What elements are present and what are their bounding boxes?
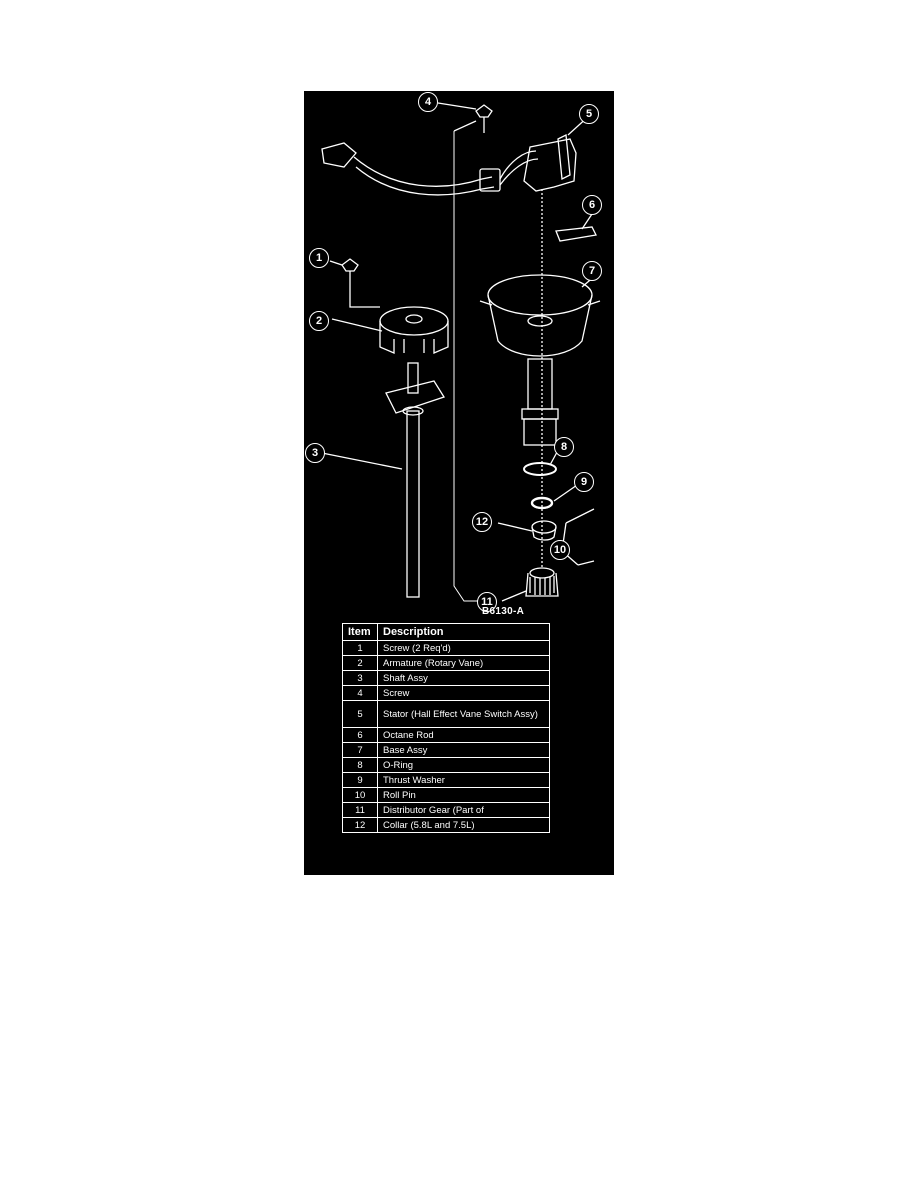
shaft-plate <box>385 380 445 414</box>
callout-9: 9 <box>574 472 594 492</box>
callout-6: 6 <box>582 195 602 215</box>
callout-12: 12 <box>472 512 492 532</box>
callout-4: 4 <box>418 92 438 112</box>
table-header-row: Item Description <box>342 623 550 641</box>
connector-plug <box>321 142 357 168</box>
exploded-view-figure: 1 2 3 4 5 6 7 8 9 10 11 12 B6130-A Item … <box>304 91 614 875</box>
item-number: 2 <box>342 655 378 671</box>
item-number: 10 <box>342 787 378 803</box>
stator-body <box>523 138 577 192</box>
octane-rod <box>555 226 597 242</box>
item-column-header: Item <box>342 623 378 641</box>
item-description: Stator (Hall Effect Vane Switch Assy) <box>377 700 550 728</box>
item-description: Octane Rod <box>377 727 550 743</box>
shaft-assy <box>406 410 420 598</box>
distributor-exploded-drawing <box>321 102 601 602</box>
callout-10: 10 <box>550 540 570 560</box>
harness-connector <box>479 168 501 192</box>
description-column-header: Description <box>377 623 550 641</box>
item-number: 9 <box>342 772 378 788</box>
item-number: 12 <box>342 817 378 833</box>
item-number: 6 <box>342 727 378 743</box>
callout-11: 11 <box>477 592 497 612</box>
callout-1: 1 <box>309 248 329 268</box>
screw-4 <box>475 104 493 118</box>
callout-2: 2 <box>309 311 329 331</box>
base-stem <box>527 358 553 410</box>
item-number: 5 <box>342 700 378 728</box>
distributor-gear <box>525 572 559 597</box>
item-description: Armature (Rotary Vane) <box>377 655 550 671</box>
wire-harness <box>353 156 493 187</box>
callout-8: 8 <box>554 437 574 457</box>
o-ring <box>523 462 557 476</box>
item-number: 7 <box>342 742 378 758</box>
figure-code: B6130-A <box>482 606 525 617</box>
item-description: Collar (5.8L and 7.5L) <box>377 817 550 833</box>
item-description: Distributor Gear (Part of <box>377 802 550 818</box>
item-description: Shaft Assy <box>377 670 550 686</box>
item-description: Base Assy <box>377 742 550 758</box>
item-number: 11 <box>342 802 378 818</box>
item-description: O-Ring <box>377 757 550 773</box>
item-number: 8 <box>342 757 378 773</box>
callout-3: 3 <box>305 443 325 463</box>
screw-1 <box>341 258 359 272</box>
collar <box>531 520 557 534</box>
item-description: Thrust Washer <box>377 772 550 788</box>
base-housing <box>487 274 593 316</box>
item-description: Screw <box>377 685 550 701</box>
roll-pins <box>565 508 595 566</box>
shaft-top <box>407 362 419 394</box>
item-number: 3 <box>342 670 378 686</box>
callout-5: 5 <box>579 104 599 124</box>
item-description: Roll Pin <box>377 787 550 803</box>
armature <box>379 306 449 336</box>
item-description: Screw (2 Req'd) <box>377 640 550 656</box>
item-number: 4 <box>342 685 378 701</box>
item-number: 1 <box>342 640 378 656</box>
callout-7: 7 <box>582 261 602 281</box>
